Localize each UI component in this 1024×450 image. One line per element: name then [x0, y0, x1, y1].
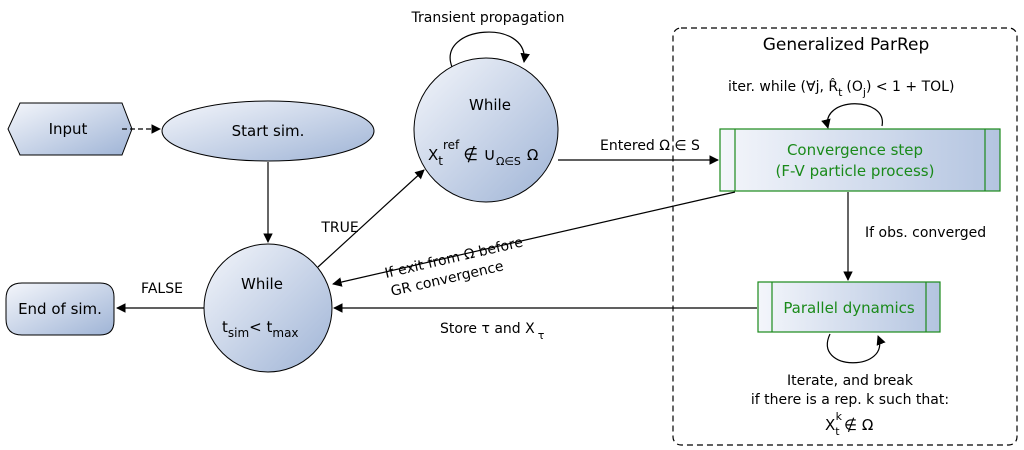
iw-sub-t: t: [438, 154, 443, 168]
convergence-line1: Convergence step: [787, 141, 923, 159]
start-node: [161, 100, 375, 162]
cond-max: max: [272, 326, 298, 340]
start-label: Start sim.: [232, 122, 305, 140]
false-label: FALSE: [141, 281, 183, 297]
iter-sub: t: [838, 86, 843, 99]
outer-while-condition: tsim< tmax: [222, 318, 299, 340]
parallel-loop: [826, 333, 886, 364]
iw-x: X: [428, 146, 438, 164]
transient-loop: [449, 31, 530, 68]
convergence-line2: (F-V particle process): [776, 162, 935, 180]
end-node: [5, 282, 115, 336]
outer-while-title: While: [241, 275, 283, 293]
exit-arrow: [332, 191, 736, 287]
input-node: [7, 102, 133, 156]
inner-while-condition: Xtref∉ ∪Ω∈S Ω: [428, 138, 538, 168]
xk-x: X: [825, 416, 835, 434]
iw-omega: Ω: [527, 146, 538, 164]
iw-notin: ∉ ∪: [463, 145, 496, 165]
cond-t: t: [222, 318, 228, 336]
xk-sub: t: [835, 425, 840, 438]
inner-while-title: While: [469, 96, 511, 114]
xk-sup: k: [836, 410, 843, 423]
true-label: TRUE: [320, 220, 358, 236]
group-title: Generalized ParRep: [763, 35, 930, 55]
transient-label: Transient propagation: [411, 10, 565, 26]
store-sub: τ: [538, 329, 545, 342]
parallel-dynamics-box: [757, 281, 941, 333]
inner-while-node: [413, 57, 559, 203]
xk-expression: Xtk∉ Ω: [825, 410, 873, 438]
end-label: End of sim.: [18, 300, 102, 318]
iter-mid: (O: [846, 79, 862, 95]
outer-while-node: [203, 243, 333, 373]
iw-sup-ref: ref: [443, 138, 460, 152]
iter-while-loop: [821, 103, 883, 129]
iw-sub-union: Ω∈S: [496, 155, 521, 168]
true-arrow: [317, 169, 425, 268]
parallel-label: Parallel dynamics: [783, 299, 915, 317]
entered-label: Entered Ω ∈ S: [600, 138, 700, 154]
cond-sim: sim: [228, 326, 249, 340]
convergence-step-box: [719, 128, 1001, 192]
obs-converged-label: If obs. converged: [865, 225, 986, 241]
input-label: Input: [49, 120, 88, 138]
iterate-line1: Iterate, and break: [787, 373, 914, 389]
iter-post: ) < 1 + TOL): [866, 79, 954, 95]
generalized-parrep-group: [672, 27, 1018, 446]
xk-rest: ∉ Ω: [844, 416, 873, 434]
cond-lt: < t: [249, 318, 272, 336]
iter-pre: iter. while (∀j, R̂: [728, 78, 838, 95]
iterate-line2: if there is a rep. k such that:: [751, 392, 949, 408]
store-text: Store τ and X: [440, 321, 535, 337]
iter-while-label: iter. while (∀j, R̂t(Oj) < 1 + TOL): [728, 78, 954, 99]
iter-sub2: j: [862, 86, 866, 99]
